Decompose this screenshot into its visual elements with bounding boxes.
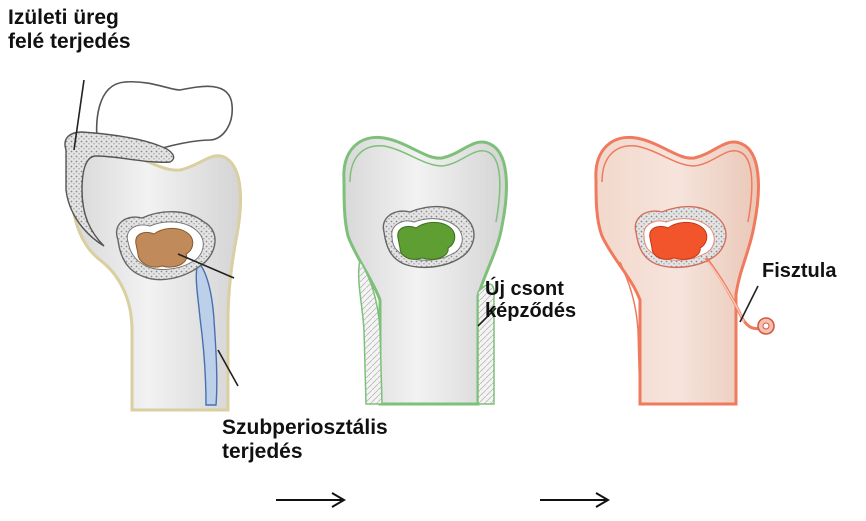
bone-panel-2 [344, 137, 507, 404]
bone-3-shape [596, 137, 759, 404]
lesion-1 [136, 228, 193, 267]
label-joint-spread: Izületi üreg felé terjedés [8, 6, 131, 53]
bone-panel-3 [596, 137, 774, 404]
progression-arrow-2 [540, 493, 608, 507]
lesion-2 [398, 222, 455, 259]
lesion-3 [650, 222, 707, 259]
label-fistula: Fisztula [762, 260, 836, 282]
progression-arrow-1 [276, 493, 344, 507]
leader-fistula [740, 286, 758, 322]
label-new-bone-formation: Új csont képződés [485, 278, 576, 323]
label-subperiosteal-spread: Szubperiosztális terjedés [222, 416, 388, 463]
bone-panel-1 [65, 80, 241, 410]
